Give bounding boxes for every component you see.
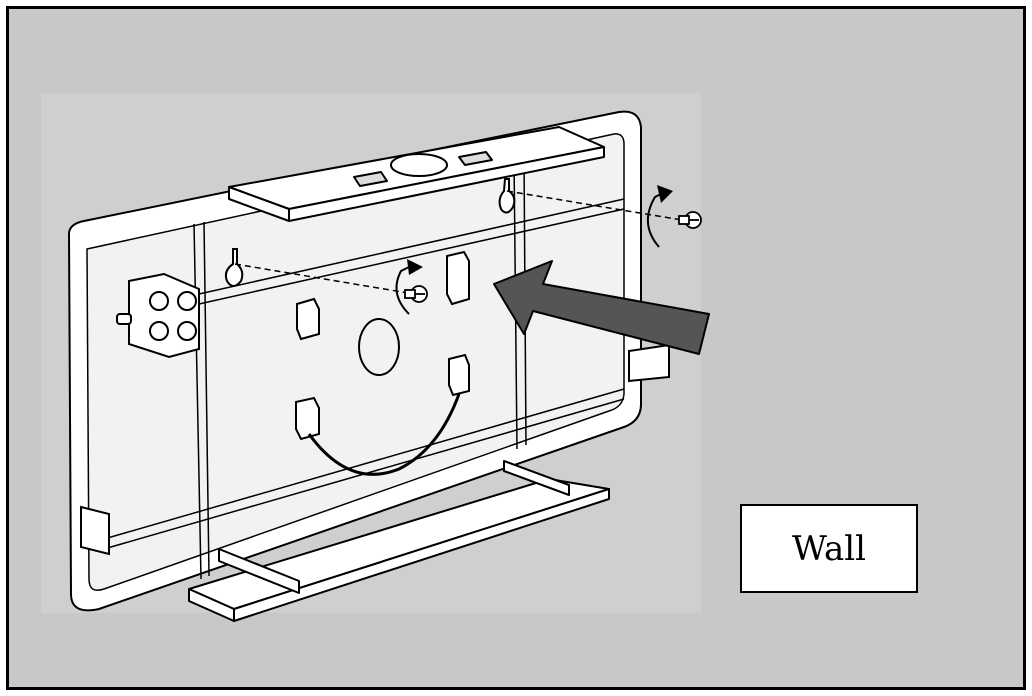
alignment-lines [234, 190, 695, 295]
rotation-arrows [395, 191, 666, 315]
diagram-frame: Wall [6, 6, 1026, 690]
bottom-tray [188, 460, 610, 622]
screws [404, 211, 702, 303]
push-arrow [493, 260, 710, 355]
wall-label-text: Wall [791, 528, 866, 569]
wall-label: Wall [740, 504, 918, 593]
top-shelf [228, 126, 605, 222]
rotation-arrowheads [407, 185, 673, 275]
terminal-block [116, 272, 200, 359]
mounting-bracket-illustration [41, 93, 710, 622]
keyhole-slots [224, 178, 516, 287]
clips [295, 250, 470, 476]
back-plate [68, 110, 642, 612]
right-tab [80, 343, 670, 556]
